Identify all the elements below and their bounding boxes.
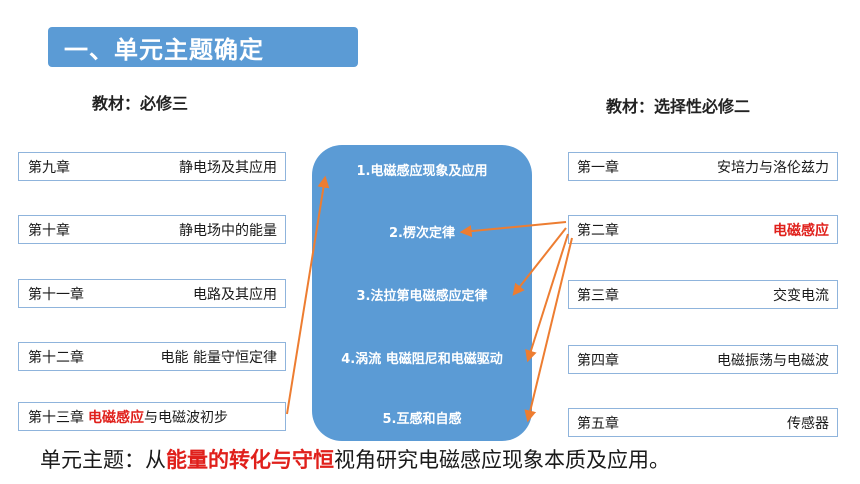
right-chapter-5: 第五章 传感器 [568,408,838,437]
arrow-chapter2-to-topic4 [525,233,569,363]
left-chapter-12: 第十二章 电能 能量守恒定律 [18,342,286,371]
chapter-name: 安培力与洛伦兹力 [717,159,829,176]
chapter-number: 第十一章 [28,286,84,303]
topic-3: 3.法拉第电磁感应定律 [356,289,488,304]
chapter-number: 第十章 [28,222,70,239]
chapter-name: 电路及其应用 [193,286,277,303]
summary-suffix: 视角研究电磁感应现象本质及应用。 [334,448,670,472]
section-title: 一、单元主题确定 [64,35,264,64]
unit-theme-summary: 单元主题：从能量的转化与守恒视角研究电磁感应现象本质及应用。 [40,444,670,474]
chapter-number: 第五章 [577,415,619,432]
chapter-name: 传感器 [787,415,829,432]
left-chapter-10: 第十章 静电场中的能量 [18,215,286,244]
topic-panel [312,145,532,441]
chapter-number: 第四章 [577,352,619,369]
right-book-label: 教材：选择性必修二 [606,97,751,116]
topic-5: 5.互感和自感 [382,412,462,427]
chapter-number: 第三章 [577,287,619,304]
chapter-name: 电磁感应 [773,222,829,239]
chapter-number: 第二章 [577,222,619,239]
section-title-banner: 一、单元主题确定 [48,27,358,67]
chapter-number: 第十三章 [28,409,84,426]
right-chapter-4: 第四章 电磁振荡与电磁波 [568,345,838,374]
chapter-name: 静电场及其应用 [179,159,277,176]
topic-4: 4.涡流 电磁阻尼和电磁驱动 [341,352,503,367]
chapter-name: 电能 能量守恒定律 [160,349,277,366]
left-chapter-13: 第十三章 电磁感应 与电磁波初步 [18,402,286,431]
chapter-number: 第一章 [577,159,619,176]
topic-2: 2.楞次定律 [389,226,455,241]
topic-1: 1.电磁感应现象及应用 [356,164,488,179]
chapter-name-rest: 与电磁波初步 [144,409,228,426]
left-chapter-9: 第九章 静电场及其应用 [18,152,286,181]
chapter-name: 电磁振荡与电磁波 [717,352,829,369]
summary-highlight: 能量的转化与守恒 [166,448,334,472]
chapter-name-highlight: 电磁感应 [88,409,144,426]
chapter-name: 交变电流 [773,287,829,304]
left-book-label: 教材：必修三 [92,94,189,113]
arrow-chapter2-to-topic5 [524,237,573,423]
right-chapter-2: 第二章 电磁感应 [568,215,838,244]
summary-prefix: 单元主题：从 [40,448,166,472]
right-chapter-1: 第一章 安培力与洛伦兹力 [568,152,838,181]
left-chapter-11: 第十一章 电路及其应用 [18,279,286,308]
chapter-number: 第十二章 [28,349,84,366]
right-chapter-3: 第三章 交变电流 [568,280,838,309]
chapter-number: 第九章 [28,159,70,176]
chapter-name: 静电场中的能量 [179,222,277,239]
